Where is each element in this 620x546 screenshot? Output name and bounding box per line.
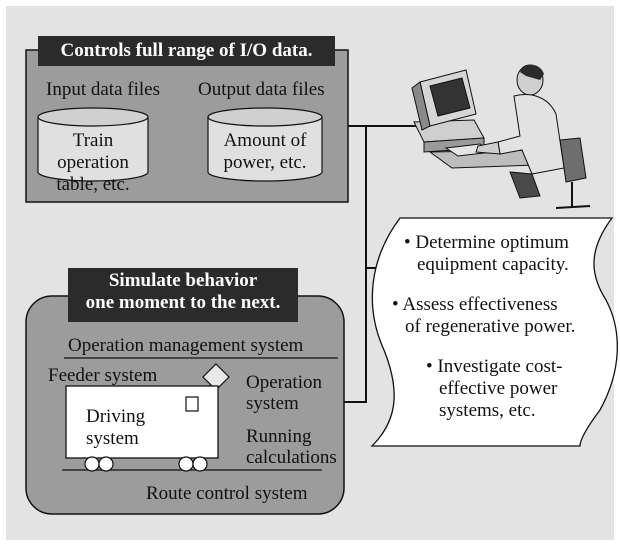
document-bullet-line: effective power xyxy=(439,378,558,399)
simulation-title-line: one moment to the next. xyxy=(85,291,281,313)
computer-to-simulation-connector xyxy=(344,126,367,403)
operation-system-line: system xyxy=(246,393,299,414)
document-bullet-line: systems, etc. xyxy=(439,400,536,421)
driving-system-label: Driving system xyxy=(86,406,145,450)
document-bullet: • Determine optimum equipment capacity. xyxy=(404,232,569,276)
output-cylinder-line: power, etc. xyxy=(223,151,307,173)
document-bullet-line: • Investigate cost- xyxy=(426,356,563,377)
output-cylinder-line: Amount of xyxy=(223,130,307,151)
document-bullet-line: • Assess effectiveness xyxy=(392,294,558,315)
document-bullet: • Investigate cost- effective power syst… xyxy=(426,356,562,422)
input-cylinder-line: table, etc. xyxy=(56,173,130,195)
route-control-label: Route control system xyxy=(146,483,308,504)
document-bullet: • Assess effectiveness of regenerative p… xyxy=(392,294,575,338)
operation-management-label: Operation management system xyxy=(68,335,304,356)
train-window xyxy=(185,396,199,412)
output-data-files-label: Output data files xyxy=(198,79,325,100)
document-bullet-line: • Determine optimum xyxy=(404,232,569,253)
document-bullet-line: equipment capacity. xyxy=(417,254,569,275)
driving-system-line: system xyxy=(86,428,139,449)
output-data-cylinder xyxy=(207,107,323,182)
operation-system-label: Operation system xyxy=(246,372,322,414)
io-panel-title: Controls full range of I/O data. xyxy=(38,36,335,66)
input-cylinder-line: Train operation xyxy=(57,130,129,173)
simulation-title-line: Simulate behavior xyxy=(108,270,258,291)
operation-system-line: Operation xyxy=(246,372,322,393)
input-data-cylinder xyxy=(37,107,149,182)
train-wheels xyxy=(84,456,208,472)
feeder-system-label: Feeder system xyxy=(48,365,158,386)
input-data-files-label: Input data files xyxy=(46,79,160,100)
driving-system-line: Driving xyxy=(86,406,146,427)
output-cylinder-text: Amount of power, etc. xyxy=(208,130,322,174)
running-calculations-line: calculations xyxy=(246,447,337,468)
output-document-shape xyxy=(370,217,618,447)
running-calculations-label: Running calculations xyxy=(246,426,337,468)
input-cylinder-text: Train operation table, etc. xyxy=(38,130,148,196)
computer-user-icon xyxy=(411,64,591,209)
document-bullet-line: of regenerative power. xyxy=(405,316,576,337)
simulation-panel-title: Simulate behavior one moment to the next… xyxy=(68,268,298,322)
running-calculations-line: Running xyxy=(246,426,312,447)
